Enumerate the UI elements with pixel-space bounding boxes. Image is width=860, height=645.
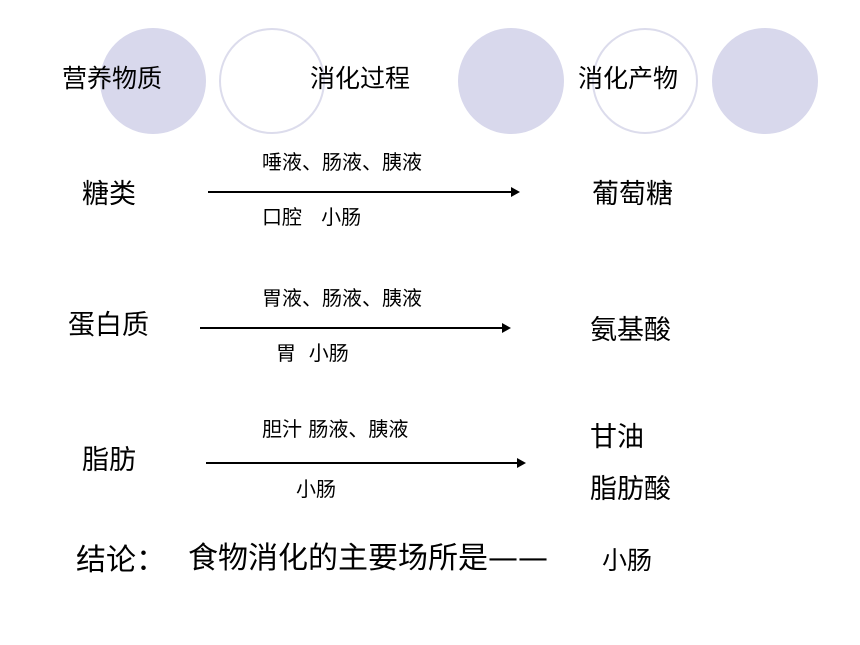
decorative-circle-2 (458, 28, 564, 134)
product-fatty-acid: 脂肪酸 (590, 474, 671, 505)
sites-carbohydrate: 口腔 小肠 (262, 205, 362, 229)
decorative-circle-3 (712, 28, 818, 134)
conclusion-answer: 小肠 (602, 546, 653, 575)
product-amino-acid: 氨基酸 (590, 315, 671, 346)
digestion-arrow-fat (206, 458, 526, 468)
decorative-ring-2 (592, 28, 698, 134)
header-nutrient: 营养物质 (62, 64, 163, 93)
header-process: 消化过程 (310, 64, 411, 93)
juices-carbohydrate: 唾液、肠液、胰液 (262, 150, 422, 174)
conclusion-label: 结论： (76, 543, 166, 578)
nutrient-protein: 蛋白质 (68, 310, 149, 341)
digestion-arrow-carbohydrate (208, 187, 520, 197)
juices-protein: 胃液、肠液、胰液 (262, 286, 422, 310)
header-product: 消化产物 (578, 64, 679, 93)
digestion-arrow-protein (200, 323, 511, 333)
nutrient-carbohydrate: 糖类 (82, 179, 136, 210)
sites-protein: 胃 小肠 (276, 341, 349, 365)
decorative-circle-1 (100, 28, 206, 134)
product-glucose: 葡萄糖 (592, 179, 673, 210)
conclusion-text: 食物消化的主要场所是—— (188, 541, 548, 576)
juices-fat: 胆汁 肠液、胰液 (262, 417, 409, 441)
sites-fat: 小肠 (296, 477, 336, 501)
product-glycerol: 甘油 (590, 422, 644, 453)
nutrient-fat: 脂肪 (82, 445, 136, 476)
decorative-ring-1 (219, 28, 325, 134)
